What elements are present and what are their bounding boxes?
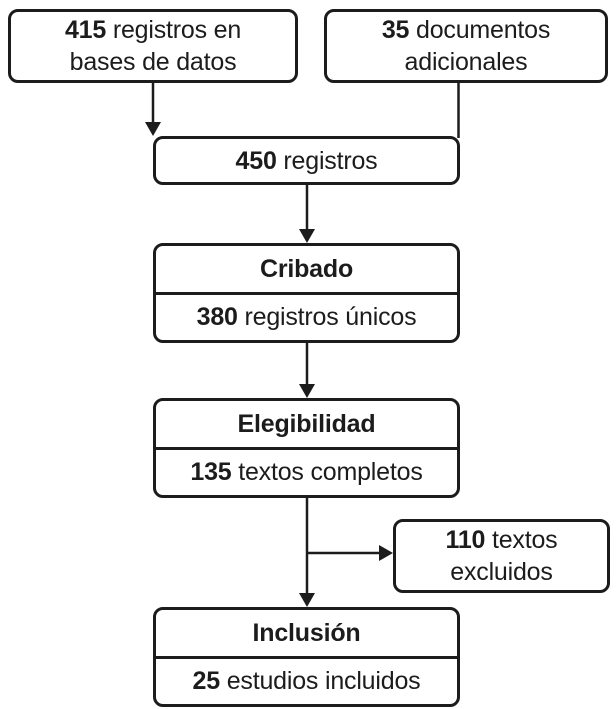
label-line1: documentos: [415, 16, 551, 44]
node-excluded-texts-cell: 110 textos excluidos: [396, 522, 607, 590]
node-label: 415 registros en bases de datos: [65, 14, 241, 78]
node-database-records-cell: 415 registros en bases de datos: [11, 12, 295, 80]
stage-title: Cribado: [259, 254, 354, 283]
label-line2: bases de datos: [69, 48, 237, 76]
arrowhead-down-icon: [299, 384, 315, 398]
record-count: 135: [190, 458, 232, 487]
label: registros: [283, 146, 378, 175]
label-line2: excluidos: [450, 558, 553, 586]
node-label: 380 registros únicos: [197, 301, 417, 333]
connector-branch-to-excluded: [307, 545, 393, 561]
record-count: 380: [196, 303, 238, 332]
node-additional-documents-cell: 35 documentos adicionales: [327, 12, 605, 80]
node-eligibility-body: 135 textos completos: [156, 446, 457, 496]
arrowhead-down-icon: [299, 229, 315, 243]
arrowhead-down-icon: [299, 593, 315, 607]
node-screening: Cribado 380 registros únicos: [153, 243, 460, 343]
node-label: 35 documentos adicionales: [381, 14, 551, 78]
node-eligibility-header: Elegibilidad: [156, 401, 457, 447]
node-database-records: 415 registros en bases de datos: [8, 9, 298, 83]
node-screening-header: Cribado: [156, 246, 457, 292]
label: registros únicos: [244, 303, 417, 332]
node-inclusion: Inclusión 25 estudios incluidos: [153, 607, 460, 707]
connector-db-to-total: [145, 82, 161, 136]
node-label: 25 estudios incluidos: [193, 665, 421, 697]
node-inclusion-body: 25 estudios incluidos: [156, 655, 457, 705]
label: estudios incluidos: [226, 667, 421, 696]
arrowhead-down-icon: [145, 122, 161, 136]
node-eligibility: Elegibilidad 135 textos completos: [153, 398, 460, 498]
node-excluded-texts: 110 textos excluidos: [393, 519, 610, 593]
connector-total-to-screening: [299, 184, 315, 243]
node-inclusion-header: Inclusión: [156, 610, 457, 656]
label-line2: adicionales: [404, 48, 528, 76]
record-count: 35: [381, 16, 410, 44]
label-line1: registros en: [112, 16, 242, 44]
node-label: 450 registros: [236, 145, 378, 177]
connector-eligibility-to-inclusion: [299, 497, 315, 607]
record-count: 450: [235, 146, 277, 175]
record-count: 25: [192, 667, 221, 696]
stage-title: Elegibilidad: [237, 409, 376, 438]
node-additional-documents: 35 documentos adicionales: [324, 9, 608, 83]
label-line1: textos: [491, 526, 558, 554]
arrowhead-right-icon: [379, 545, 393, 561]
label: textos completos: [238, 458, 423, 487]
record-count: 110: [445, 526, 486, 554]
node-label: 110 textos excluidos: [446, 524, 558, 588]
record-count: 415: [64, 16, 107, 44]
node-label: 135 textos completos: [190, 456, 422, 488]
node-total-records: 450 registros: [153, 136, 460, 185]
node-screening-body: 380 registros únicos: [156, 291, 457, 341]
node-total-records-cell: 450 registros: [156, 139, 457, 182]
connector-screening-to-eligibility: [299, 342, 315, 398]
stage-title: Inclusión: [252, 618, 361, 647]
